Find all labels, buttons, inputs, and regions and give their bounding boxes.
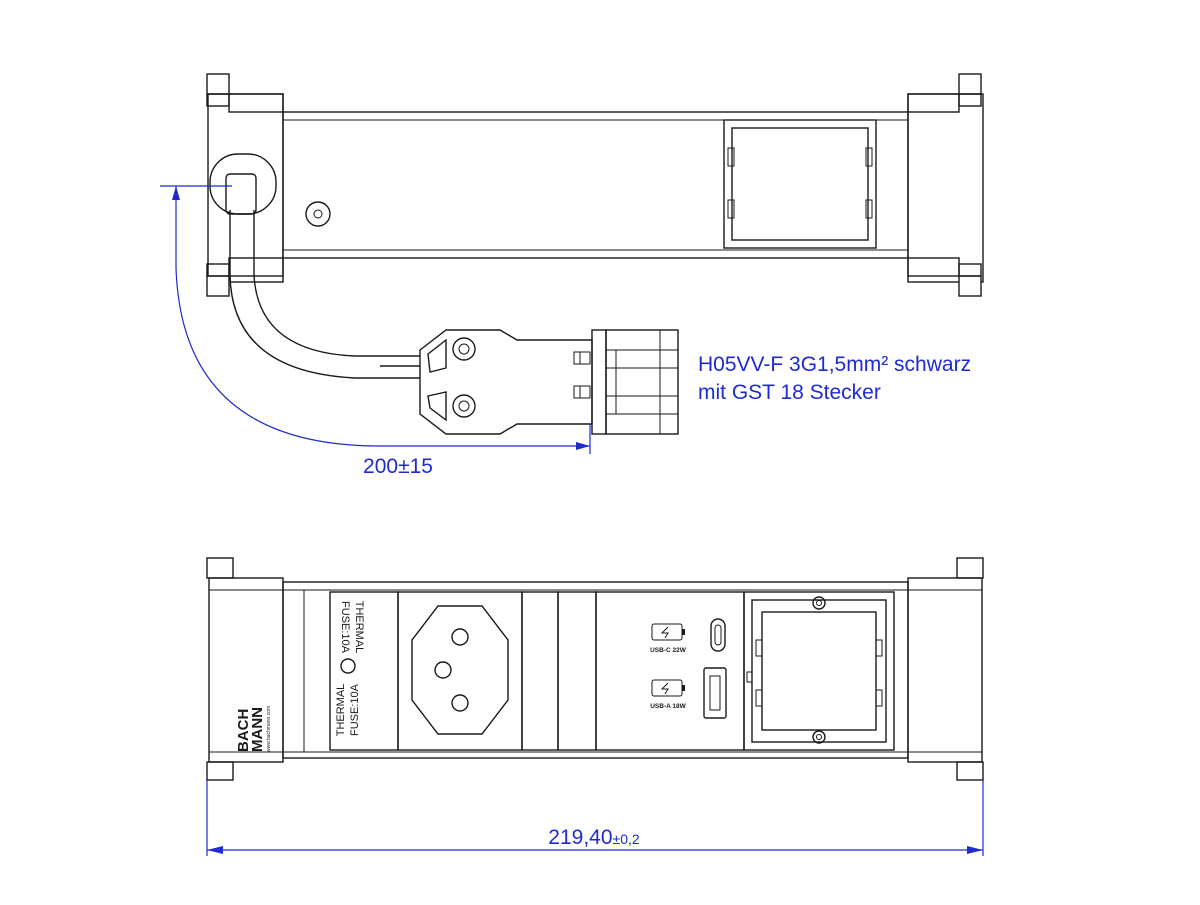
usb-a-label: USB-A 18W bbox=[650, 703, 686, 710]
fuse-label-top-1: THERMAL bbox=[353, 601, 365, 654]
cable-spec-line-1: H05VV-F 3G1,5mm² schwarz bbox=[698, 353, 971, 376]
top-body bbox=[282, 111, 909, 259]
brand-line-2: MANN bbox=[249, 707, 266, 752]
right-end-cap bbox=[907, 73, 984, 297]
cable-length-label: 200±15 bbox=[363, 455, 433, 478]
fuse-reset-button bbox=[340, 658, 356, 674]
thermal-fuse-module: THERMAL FUSE:10A THERMAL FUSE:10A bbox=[329, 591, 399, 751]
usb-c-label: USB-C 22W bbox=[650, 647, 687, 654]
brand-url: www.bachmann.com bbox=[266, 706, 272, 752]
socket-hole-bottom bbox=[451, 694, 469, 712]
socket-hole-top bbox=[451, 628, 469, 646]
empty-frame-module bbox=[743, 591, 895, 751]
usb-a-port bbox=[703, 667, 727, 719]
cable bbox=[229, 210, 420, 379]
cable-spec-label: H05VV-F 3G1,5mm² schwarz mit GST 18 Stec… bbox=[698, 353, 971, 404]
swiss-socket-module bbox=[397, 591, 523, 751]
battery-icon bbox=[651, 679, 685, 697]
brand-line-1: BACH bbox=[235, 709, 252, 752]
fuse-label-bottom-1: THERMAL bbox=[335, 684, 347, 737]
fuse-label-bottom-2: FUSE:10A bbox=[349, 683, 361, 736]
blank-module bbox=[557, 591, 597, 751]
width-label: 219,40±0,2 bbox=[548, 826, 640, 849]
battery-icon bbox=[651, 623, 685, 641]
fuse-label-top-2: FUSE:10A bbox=[339, 601, 351, 654]
cable-length-dimension: 200±15 bbox=[160, 185, 591, 478]
width-value: 219,40 bbox=[548, 826, 612, 849]
blank-module bbox=[521, 591, 559, 751]
cable-grommet bbox=[209, 153, 277, 215]
front-view: BACH MANN www.bachmann.com THERMAL FUSE:… bbox=[206, 557, 984, 856]
left-end-cap bbox=[206, 73, 284, 297]
top-view: 200±15 H05VV-F 3G1,5mm² schwarz mit GST … bbox=[160, 73, 984, 478]
gst18-plug bbox=[419, 329, 679, 435]
usb-c-port bbox=[710, 618, 726, 652]
cable-spec-line-2: mit GST 18 Stecker bbox=[698, 381, 881, 404]
width-tolerance: ±0,2 bbox=[613, 831, 640, 847]
brand-logo: BACH MANN www.bachmann.com bbox=[235, 706, 272, 752]
width-dimension: 219,40±0,2 bbox=[206, 780, 984, 856]
usb-module: USB-C 22W USB-A 18W bbox=[595, 591, 745, 751]
socket-hole-middle bbox=[434, 661, 452, 679]
